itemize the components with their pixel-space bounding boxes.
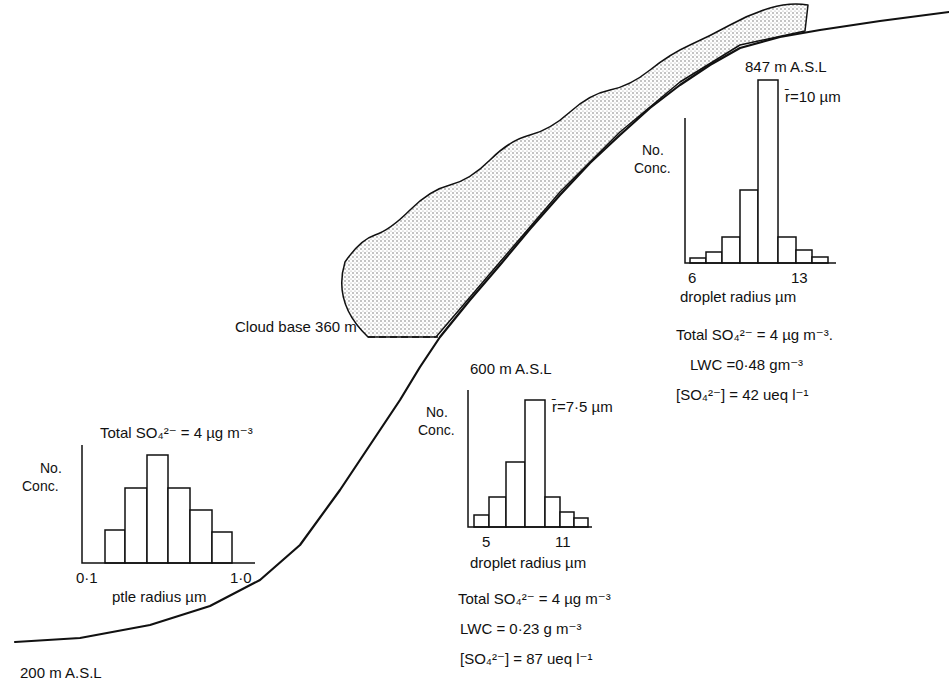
axis-label: Conc. [634, 160, 671, 176]
sulphate-total: Total SO₄²⁻ = 4 µg m⁻³. [676, 326, 833, 343]
axis-tick: 0·1 [76, 569, 98, 586]
axis-label: Conc. [22, 478, 59, 494]
mean-radius: r̄=10 µm [785, 88, 841, 105]
hill-slope [15, 12, 949, 642]
liquid-water-content: LWC =0·48 gm⁻³ [690, 356, 803, 373]
aerosol-histogram [82, 445, 255, 563]
axis-title: ptle radius µm [112, 588, 207, 605]
cloud-base-label: Cloud base 360 m [235, 318, 357, 335]
axis-tick: 6 [688, 269, 696, 286]
sulphate-total: Total SO₄²⁻ = 4 µg m⁻³ [100, 424, 253, 441]
axis-tick: 13 [791, 269, 808, 286]
altitude-label: 847 m A.S.L [745, 58, 827, 75]
axis-tick: 5 [482, 533, 490, 550]
sulphate-total: Total SO₄²⁻ = 4 µg m⁻³ [458, 590, 611, 607]
axis-label: No. [40, 460, 62, 476]
axis-label: Conc. [418, 422, 455, 438]
axis-label: No. [642, 142, 664, 158]
liquid-water-content: LWC = 0·23 g m⁻³ [460, 620, 581, 637]
droplet-histogram-847m [685, 80, 836, 263]
axis-tick: 11 [555, 533, 571, 550]
altitude-label: 200 m A.S.L [20, 664, 102, 681]
axis-title: droplet radius µm [470, 554, 586, 571]
axis-tick: 1·0 [230, 569, 252, 586]
cloud-shape [342, 4, 808, 337]
axis-title: droplet radius µm [680, 288, 796, 305]
cloud-base-line [368, 336, 438, 338]
sulphate-concentration: [SO₄²⁻] = 87 ueq l⁻¹ [460, 650, 592, 667]
sulphate-concentration: [SO₄²⁻] = 42 ueq l⁻¹ [676, 386, 808, 403]
mean-radius: r̄=7·5 µm [552, 398, 613, 415]
axis-label: No. [426, 404, 448, 420]
altitude-label: 600 m A.S.L [470, 360, 552, 377]
